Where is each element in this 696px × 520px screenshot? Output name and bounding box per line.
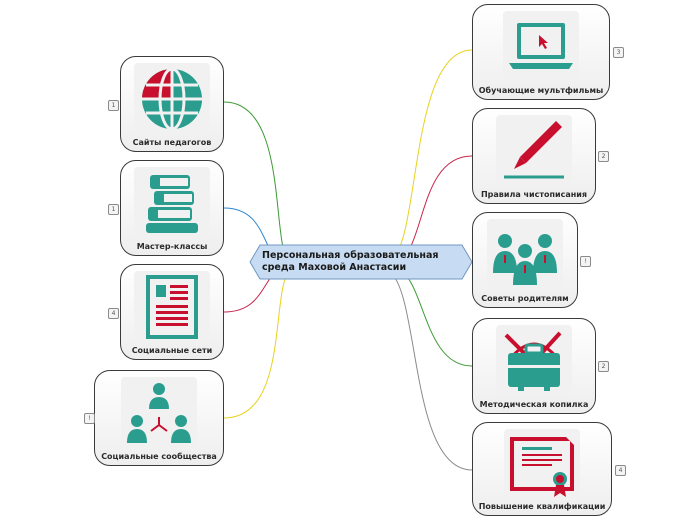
node-parent-advice[interactable]: Советы родителям xyxy=(472,212,578,308)
priority-badge: ! xyxy=(84,413,95,424)
node-label: Методическая копилка xyxy=(479,400,589,409)
branch-line-methods xyxy=(399,269,473,367)
node-qualification[interactable]: Повышение квалификации xyxy=(472,422,612,516)
central-topic-line-2: среда Маховой Анастасии xyxy=(262,262,407,273)
books-icon xyxy=(134,167,210,239)
node-handwriting-rules[interactable]: Правила чистописания xyxy=(472,108,596,204)
central-topic-line-1: Персональная образовательная xyxy=(262,250,439,261)
central-topic-shape[interactable] xyxy=(249,244,473,280)
network-icon xyxy=(121,377,197,449)
node-label: Повышение квалификации xyxy=(478,502,606,511)
priority-badge: 1 xyxy=(108,204,119,215)
node-educational-cartoons[interactable]: Обучающие мультфильмы xyxy=(472,4,610,100)
node-label: Правила чистописания xyxy=(480,190,588,199)
people-icon xyxy=(487,219,563,291)
document-icon xyxy=(134,271,210,343)
node-label: Социальные сети xyxy=(131,346,213,355)
node-label: Сайты педагогов xyxy=(132,138,212,147)
node-label: Мастер-классы xyxy=(136,242,208,251)
pen-icon xyxy=(496,115,572,187)
node-teacher-sites[interactable]: Сайты педагогов xyxy=(120,56,224,152)
laptop-icon xyxy=(503,11,579,83)
node-social-networks[interactable]: Социальные сети xyxy=(120,264,224,360)
central-topic[interactable]: Персональная образовательная среда Махов… xyxy=(262,250,442,274)
node-label: Обучающие мультфильмы xyxy=(478,86,604,95)
priority-badge: 1 xyxy=(108,100,119,111)
branch-line-social-communities xyxy=(223,269,291,419)
branch-line-cartoons xyxy=(391,49,473,259)
branch-line-handwriting xyxy=(399,155,473,261)
branch-line-sites xyxy=(223,101,291,263)
priority-badge: 4 xyxy=(108,308,119,319)
priority-badge: ! xyxy=(580,256,591,267)
priority-badge: 2 xyxy=(598,151,609,162)
branch-line-qualification xyxy=(389,271,473,471)
briefcase-icon xyxy=(496,325,572,397)
priority-badge: 3 xyxy=(613,47,624,58)
priority-badge: 4 xyxy=(615,465,626,476)
node-label: Социальные сообщества xyxy=(101,452,217,461)
node-method-bank[interactable]: Методическая копилка xyxy=(472,318,596,414)
priority-badge: 2 xyxy=(598,361,609,372)
node-social-communities[interactable]: Социальные сообщества xyxy=(94,370,224,466)
node-label: Советы родителям xyxy=(481,294,569,303)
globe-icon xyxy=(134,63,210,135)
node-master-classes[interactable]: Мастер-классы xyxy=(120,160,224,256)
certificate-icon xyxy=(504,429,580,501)
